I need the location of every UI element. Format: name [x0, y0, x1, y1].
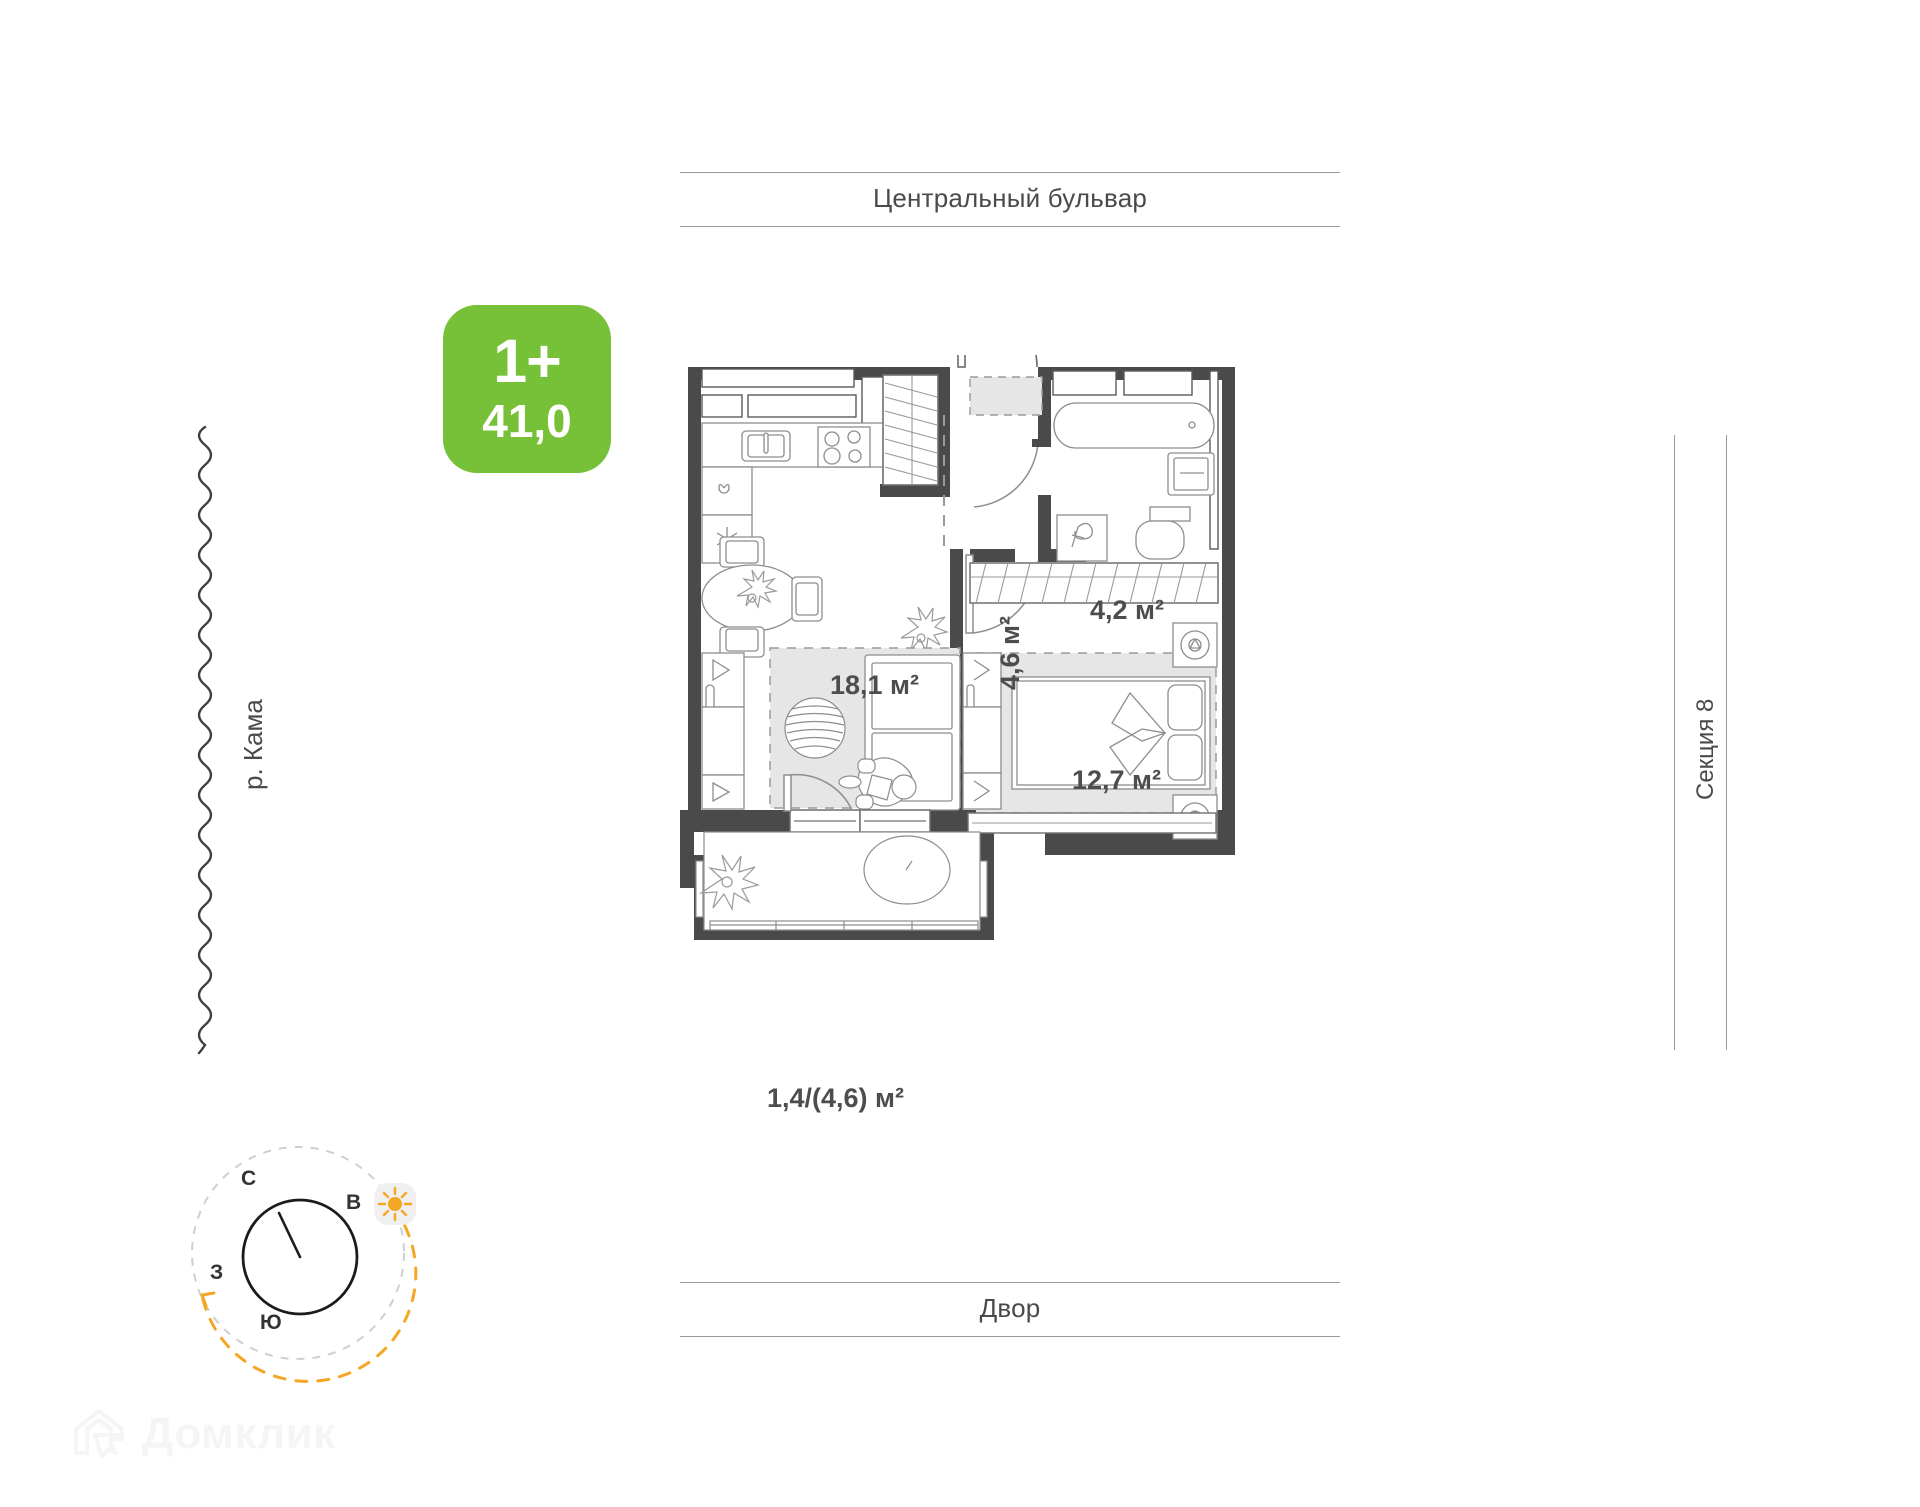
room-label-bathroom: 4,2 м² — [1090, 595, 1164, 625]
living-plant-icon — [900, 606, 949, 653]
room-label-hallway: 4,6 м² — [995, 616, 1025, 690]
band-rule-top — [680, 172, 1340, 173]
band-rule-top — [680, 1282, 1340, 1283]
section-label: Секция 8 — [1692, 698, 1719, 800]
kitchen-wall-niches — [701, 368, 898, 426]
bedroom-bottom-window — [967, 812, 1217, 834]
badge-rooms: 1+ — [493, 326, 562, 395]
room-label-kitchen: 18,1 м² — [830, 670, 920, 700]
room-label-bedroom: 12,7 м² — [1072, 765, 1162, 795]
watermark: Домклик — [70, 1405, 336, 1463]
entrance-door — [957, 355, 1038, 368]
river-wave-icon — [197, 425, 213, 1055]
compass-needle — [277, 1211, 302, 1259]
armchair-person-icon — [838, 757, 917, 810]
kitchen-furniture — [701, 422, 899, 564]
compass-outer-ring — [191, 1146, 405, 1360]
dining-set — [701, 536, 823, 658]
table-plant-icon — [736, 569, 779, 609]
toilet-icon — [1149, 506, 1191, 522]
compass-label-east: В — [346, 1191, 362, 1214]
floorplan-drawing — [680, 355, 1235, 940]
balcony-plant-icon — [698, 854, 760, 911]
compass-label-north: С — [241, 1167, 257, 1190]
section-rule-left — [1674, 435, 1675, 1050]
compass-label-west: З — [210, 1261, 224, 1284]
room-label-balcony: 1,4/(4,6) м² — [767, 1083, 905, 1113]
domclick-house-icon — [74, 1409, 124, 1459]
fridge-icon — [701, 466, 753, 516]
apartment-type-badge: 1+ 41,0 — [443, 305, 611, 473]
bathroom-door — [973, 439, 1039, 508]
band-rule-bottom — [680, 226, 1340, 227]
nightstand-top — [1172, 622, 1218, 668]
balcony-railing — [695, 860, 988, 931]
balcony-table-icon — [863, 835, 951, 905]
bed-icon — [1011, 676, 1211, 790]
wardrobe-icon — [962, 652, 1002, 810]
bottom-street-band: Двор — [680, 1282, 1340, 1337]
band-rule-bottom — [680, 1336, 1340, 1337]
entrance-mat — [969, 376, 1043, 416]
coffee-table-icon — [784, 697, 846, 759]
compass-label-south: Ю — [260, 1311, 282, 1334]
sun-path-arrow — [200, 1291, 216, 1308]
sun-path-arc — [200, 1205, 418, 1383]
bottom-street-label: Двор — [979, 1293, 1041, 1323]
section-rule-right — [1726, 435, 1727, 1050]
bathtub-icon — [1053, 402, 1215, 449]
river-label: р. Кама — [238, 699, 268, 790]
tv-unit — [701, 652, 745, 810]
top-street-band: Центральный бульвар — [680, 172, 1340, 227]
badge-area: 41,0 — [482, 394, 572, 447]
compass-rose: С В Ю З — [180, 1135, 430, 1385]
top-street-label: Центральный бульвар — [872, 183, 1148, 213]
watermark-text: Домклик — [142, 1409, 336, 1458]
balcony-door — [783, 773, 931, 833]
kitchen-window — [882, 374, 939, 486]
sun-icon — [377, 1186, 413, 1222]
bedroom-window — [969, 562, 1219, 604]
bathroom-fixtures — [1053, 402, 1215, 562]
